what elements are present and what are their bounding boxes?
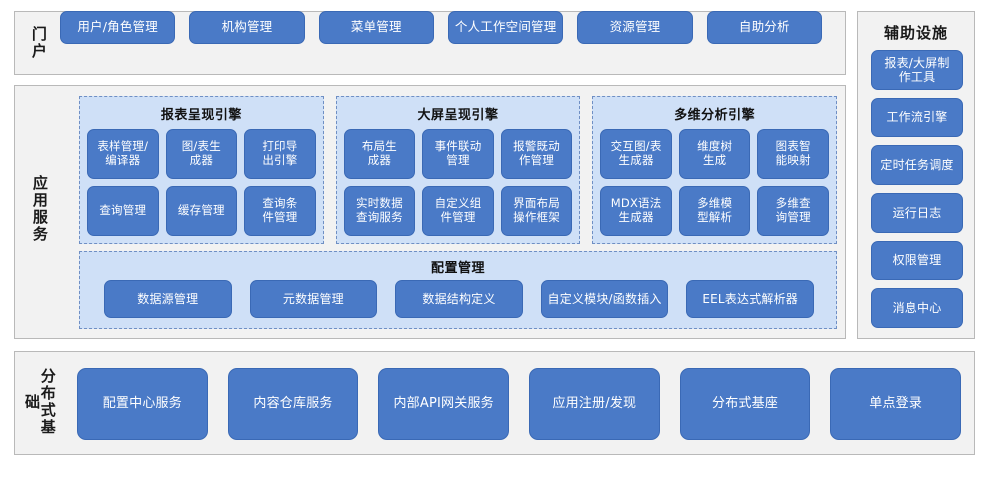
aux-facilities-section: 辅助设施 报表/大屏制 作工具 工作流引擎 定时任务调度 运行日志 权限管理 消… (857, 11, 975, 339)
multidim-item-dimension-tree-generation[interactable]: 维度树 生成 (678, 129, 751, 179)
dist-item-single-sign-on[interactable]: 单点登录 (830, 368, 962, 440)
report-rendering-engine-panel: 报表呈现引擎 表样管理/ 编译器 图/表生 成器 打印导 出引擎 查询管理 缓存… (79, 96, 324, 244)
portal-item-menu[interactable]: 菜单管理 (318, 11, 434, 44)
multidim-analysis-engine-grid: 交互图/表 生成器 维度树 生成 图表智 能映射 MDX语法 生成器 多维模 型… (600, 129, 829, 236)
bigscreen-item-layout-generator[interactable]: 布局生 成器 (343, 129, 416, 179)
distributed-base-section: 配置中心服务 内容仓库服务 内部API网关服务 应用注册/发现 分布式基座 单点… (14, 351, 975, 455)
report-item-template-compiler[interactable]: 表样管理/ 编译器 (87, 129, 159, 179)
aux-item-workflow-engine[interactable]: 工作流引擎 (871, 97, 963, 138)
dist-item-distributed-foundation[interactable]: 分布式基座 (679, 368, 811, 440)
aux-item-message-center[interactable]: 消息中心 (871, 288, 963, 329)
config-item-eel-expression-parser[interactable]: EEL表达式解析器 (686, 280, 814, 318)
portal-item-org[interactable]: 机构管理 (189, 11, 305, 44)
config-management-panel: 配置管理 数据源管理 元数据管理 数据结构定义 自定义模块/函数插入 EEL表达… (79, 251, 837, 329)
config-item-metadata-management[interactable]: 元数据管理 (249, 280, 378, 318)
config-management-row: 数据源管理 元数据管理 数据结构定义 自定义模块/函数插入 EEL表达式解析器 (104, 280, 814, 318)
multidim-item-multidim-query-management[interactable]: 多维查 询管理 (757, 186, 829, 236)
report-item-cache-management[interactable]: 缓存管理 (165, 186, 238, 236)
bigscreen-item-custom-component-management[interactable]: 自定义组 件管理 (422, 186, 494, 236)
bigscreen-rendering-engine-panel: 大屏呈现引擎 布局生 成器 事件联动 管理 报警既动 作管理 实时数据 查询服务… (335, 96, 581, 244)
application-services-section-label: 应用服务 (30, 175, 49, 243)
report-item-query-condition-management[interactable]: 查询条 件管理 (244, 186, 316, 236)
multidim-item-chart-smart-mapping[interactable]: 图表智 能映射 (757, 129, 829, 179)
report-item-query-management[interactable]: 查询管理 (87, 186, 159, 236)
dist-item-internal-api-gateway-service[interactable]: 内部API网关服务 (378, 368, 510, 440)
config-management-title: 配置管理 (430, 261, 485, 276)
bigscreen-item-ui-layout-framework[interactable]: 界面布局 操作框架 (500, 186, 573, 236)
portal-item-resource[interactable]: 资源管理 (577, 11, 693, 44)
multidim-item-multidim-model-parsing[interactable]: 多维模 型解析 (678, 186, 751, 236)
portal-item-workspace[interactable]: 个人工作空间管理 (447, 11, 564, 44)
bigscreen-rendering-engine-grid: 布局生 成器 事件联动 管理 报警既动 作管理 实时数据 查询服务 自定义组 件… (343, 129, 573, 236)
report-item-print-export-engine[interactable]: 打印导 出引擎 (244, 129, 316, 179)
aux-item-report-bigscreen-tool[interactable]: 报表/大屏制 作工具 (871, 50, 963, 90)
aux-item-permission[interactable]: 权限管理 (871, 240, 963, 281)
aux-facilities-title: 辅助设施 (883, 24, 948, 42)
distributed-base-row: 配置中心服务 内容仓库服务 内部API网关服务 应用注册/发现 分布式基座 单点… (77, 368, 962, 440)
report-item-chart-table-generator[interactable]: 图/表生 成器 (165, 129, 238, 179)
engines-row: 报表呈现引擎 表样管理/ 编译器 图/表生 成器 打印导 出引擎 查询管理 缓存… (79, 96, 838, 244)
config-item-data-structure-definition[interactable]: 数据结构定义 (395, 280, 523, 318)
aux-item-runtime-log[interactable]: 运行日志 (871, 193, 963, 233)
aux-facilities-list: 报表/大屏制 作工具 工作流引擎 定时任务调度 运行日志 权限管理 消息中心 (871, 50, 963, 329)
application-services-section: 报表呈现引擎 表样管理/ 编译器 图/表生 成器 打印导 出引擎 查询管理 缓存… (14, 85, 846, 339)
config-item-datasource-management[interactable]: 数据源管理 (104, 280, 232, 318)
multidim-item-mdx-syntax-generator[interactable]: MDX语法 生成器 (600, 186, 672, 236)
portal-button-row: 用户/角色管理 机构管理 菜单管理 个人工作空间管理 资源管理 自助分析 (60, 11, 822, 53)
multidim-analysis-engine-panel: 多维分析引擎 交互图/表 生成器 维度树 生成 图表智 能映射 MDX语法 生成… (592, 96, 838, 244)
report-rendering-engine-grid: 表样管理/ 编译器 图/表生 成器 打印导 出引擎 查询管理 缓存管理 查询条 … (87, 129, 316, 236)
portal-item-self-analysis[interactable]: 自助分析 (706, 11, 822, 44)
bigscreen-item-alarm-action-management[interactable]: 报警既动 作管理 (500, 129, 573, 179)
bigscreen-rendering-engine-title: 大屏呈现引擎 (417, 108, 499, 123)
dist-item-app-registration-discovery[interactable]: 应用注册/发现 (529, 368, 660, 440)
dist-item-config-center-service[interactable]: 配置中心服务 (77, 368, 208, 440)
distributed-base-section-label: 分布式基础 (23, 368, 57, 436)
dist-item-content-repository-service[interactable]: 内容仓库服务 (227, 368, 359, 440)
portal-item-user-role[interactable]: 用户/角色管理 (60, 11, 176, 44)
multidim-analysis-engine-title: 多维分析引擎 (674, 108, 756, 123)
config-item-custom-module-function-insert[interactable]: 自定义模块/函数插入 (540, 280, 669, 318)
report-rendering-engine-title: 报表呈现引擎 (160, 108, 242, 123)
bigscreen-item-realtime-data-query-service[interactable]: 实时数据 查询服务 (343, 186, 416, 236)
multidim-item-interactive-chart-generator[interactable]: 交互图/表 生成器 (600, 129, 672, 179)
portal-section-label: 门户 (29, 26, 48, 60)
aux-item-scheduled-task[interactable]: 定时任务调度 (871, 145, 963, 186)
bigscreen-item-event-linkage-management[interactable]: 事件联动 管理 (422, 129, 494, 179)
